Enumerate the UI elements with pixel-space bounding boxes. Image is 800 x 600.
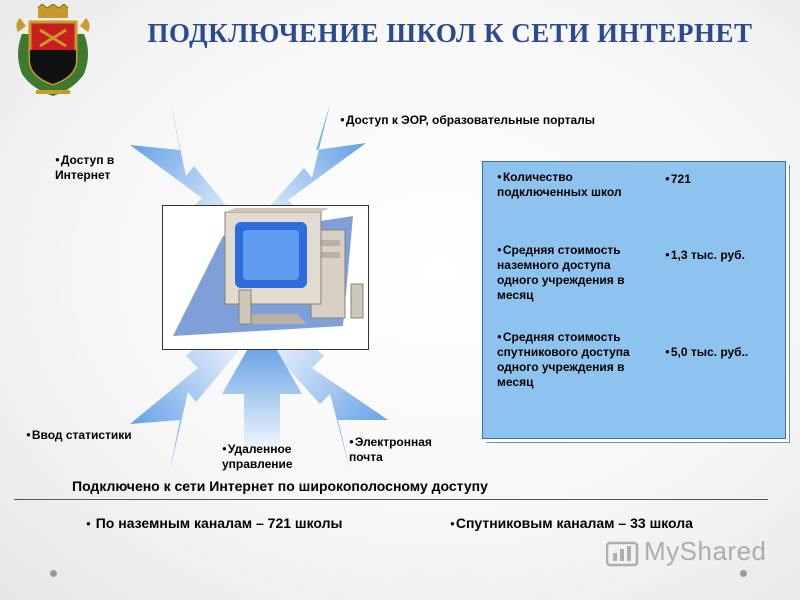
label-email: ●Электронная почта <box>349 435 432 464</box>
divider-line <box>14 499 768 500</box>
connected-summary: Подключено к сети Интернет по широкополо… <box>72 478 488 494</box>
coat-of-arms-emblem <box>12 3 94 100</box>
arrow-up <box>222 324 302 460</box>
chart-logo-icon <box>606 541 639 566</box>
corner-dot-right <box>740 570 747 577</box>
label-statistics-input: ●Ввод статистики <box>26 428 132 442</box>
stat-label-satellite-cost: ●Средняя стоимость спутникового доступа … <box>497 330 630 389</box>
stat-label-schools: ●Количество подключенных школ <box>497 170 622 199</box>
arrow-down-left <box>130 318 246 470</box>
stat-value-schools: ●721 <box>665 172 691 186</box>
arrow-down-right <box>264 318 388 470</box>
corner-dot-left <box>50 570 57 577</box>
label-remote-control: ●Удаленное управление <box>222 442 293 471</box>
stats-panel: ●Количество подключенных школ ●721 ●Сред… <box>482 161 786 439</box>
label-internet-access: ●Доступ в Интернет <box>55 153 115 182</box>
stat-value-ground-cost: ●1,3 тыс. руб. <box>665 248 745 262</box>
ground-channels-summary: ● По наземным каналам – 721 школы <box>86 515 343 531</box>
stat-value-satellite-cost: ●5,0 тыс. руб.. <box>665 345 749 359</box>
satellite-channels-summary: ●Спутниковым каналам – 33 школа <box>450 515 693 531</box>
page-title: ПОДКЛЮЧЕНИЕ ШКОЛ К СЕТИ ИНТЕРНЕТ <box>147 18 753 48</box>
label-eor-access: ●Доступ к ЭОР, образовательные порталы <box>340 113 596 127</box>
stat-label-ground-cost: ●Средняя стоимость наземного доступа одн… <box>497 243 625 302</box>
computer-illustration <box>162 205 369 350</box>
watermark: MyShared <box>606 536 767 567</box>
watermark-text: MyShared <box>644 536 767 566</box>
